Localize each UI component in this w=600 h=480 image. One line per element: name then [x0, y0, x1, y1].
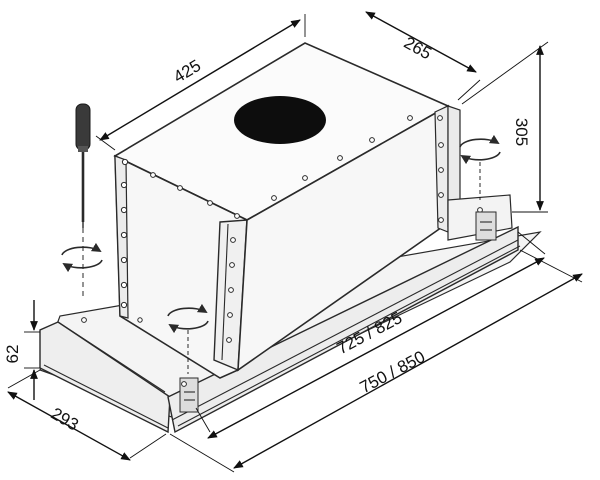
dimension-bottom-height: 62: [3, 300, 40, 400]
right-bracket: [475, 211, 497, 241]
dimension-height: 305: [461, 41, 549, 213]
hood-front-flange: [114, 155, 129, 319]
label-bottom-height: 62: [3, 345, 22, 364]
duct-opening: [234, 96, 326, 144]
tray-front-face: [39, 321, 171, 434]
label-top-length: 425: [170, 56, 204, 87]
rotate-arrows-icon: [167, 303, 209, 334]
rotate-arrows-icon: [459, 134, 501, 165]
label-height: 305: [512, 118, 531, 146]
rotate-arrows-icon: [61, 242, 103, 273]
label-top-depth: 265: [401, 33, 435, 63]
screwdriver-icon: [75, 103, 91, 300]
rivet-holes: [81, 115, 483, 387]
label-outer-width: 750 / 850: [357, 347, 429, 397]
